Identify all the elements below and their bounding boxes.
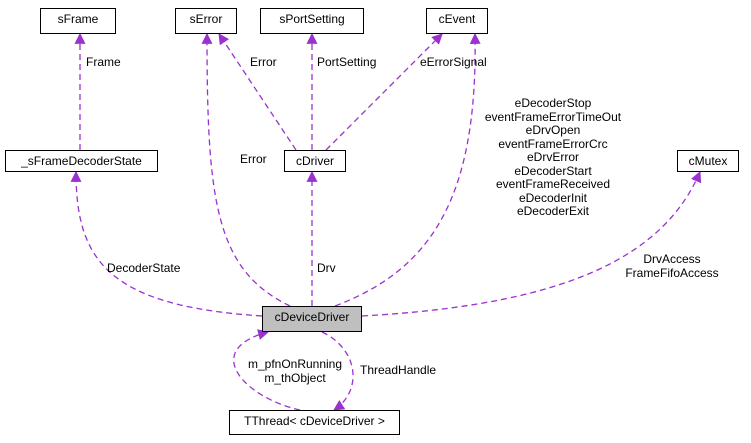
- class-cevent[interactable]: cEvent: [426, 8, 488, 34]
- label-portsetting: PortSetting: [317, 55, 377, 69]
- label-errorsignal: eErrorSignal: [420, 55, 487, 69]
- class-sportsetting[interactable]: sPortSetting: [260, 8, 364, 34]
- class-cdevicedriver[interactable]: cDeviceDriver: [262, 306, 362, 332]
- label-threadhandle: ThreadHandle: [360, 363, 437, 377]
- edge-error-to-devicedriver: [201, 32, 291, 307]
- class-cmutex[interactable]: cMutex: [677, 150, 739, 172]
- event-line: eDecoderExit: [516, 204, 590, 218]
- event-line: eDecoderStop: [514, 96, 592, 110]
- edge-decoderstate: [70, 170, 263, 317]
- class-tthread[interactable]: TThread< cDeviceDriver >: [229, 410, 400, 435]
- event-line: eDecoderStart: [514, 163, 592, 178]
- event-line: eDrvError: [526, 150, 579, 164]
- label-error-mid: Error: [240, 152, 267, 166]
- event-line: eventFrameErrorTimeOut: [484, 109, 622, 124]
- mutex-line: DrvAccess: [643, 252, 701, 266]
- edge-events: [334, 32, 481, 307]
- event-line: eventFrameReceived: [495, 177, 611, 191]
- thread-line: m_thObject: [264, 370, 326, 385]
- class-serror[interactable]: sError: [175, 8, 237, 34]
- label-decoderstate: DecoderState: [107, 261, 181, 275]
- class-cdriver[interactable]: cDriver: [284, 150, 346, 172]
- label-frame: Frame: [86, 55, 121, 69]
- event-line: eventFrameErrorCrc: [498, 136, 608, 151]
- class-sframe[interactable]: sFrame: [40, 8, 116, 34]
- event-line: eDrvOpen: [525, 123, 581, 137]
- thread-line: m_pfnOnRunning: [247, 357, 343, 371]
- edge-thread-object: [233, 329, 301, 411]
- event-line: eDecoderInit: [518, 190, 588, 205]
- label-mutex: DrvAccess FrameFifoAccess: [612, 252, 732, 280]
- edge-threadhandle: [321, 331, 354, 411]
- edge-errorsignal: [325, 33, 443, 151]
- edge-error-to-cdriver: [218, 33, 297, 151]
- label-event-list: eDecoderStop eventFrameErrorTimeOut eDrv…: [473, 96, 633, 219]
- mutex-line: FrameFifoAccess: [625, 265, 719, 280]
- edge-mutex: [361, 170, 702, 317]
- label-thread-members: m_pfnOnRunning m_thObject: [240, 357, 350, 385]
- label-error-top: Error: [250, 55, 277, 69]
- label-drv: Drv: [317, 261, 336, 275]
- class-sframedecoderstate[interactable]: _sFrameDecoderState: [5, 150, 158, 172]
